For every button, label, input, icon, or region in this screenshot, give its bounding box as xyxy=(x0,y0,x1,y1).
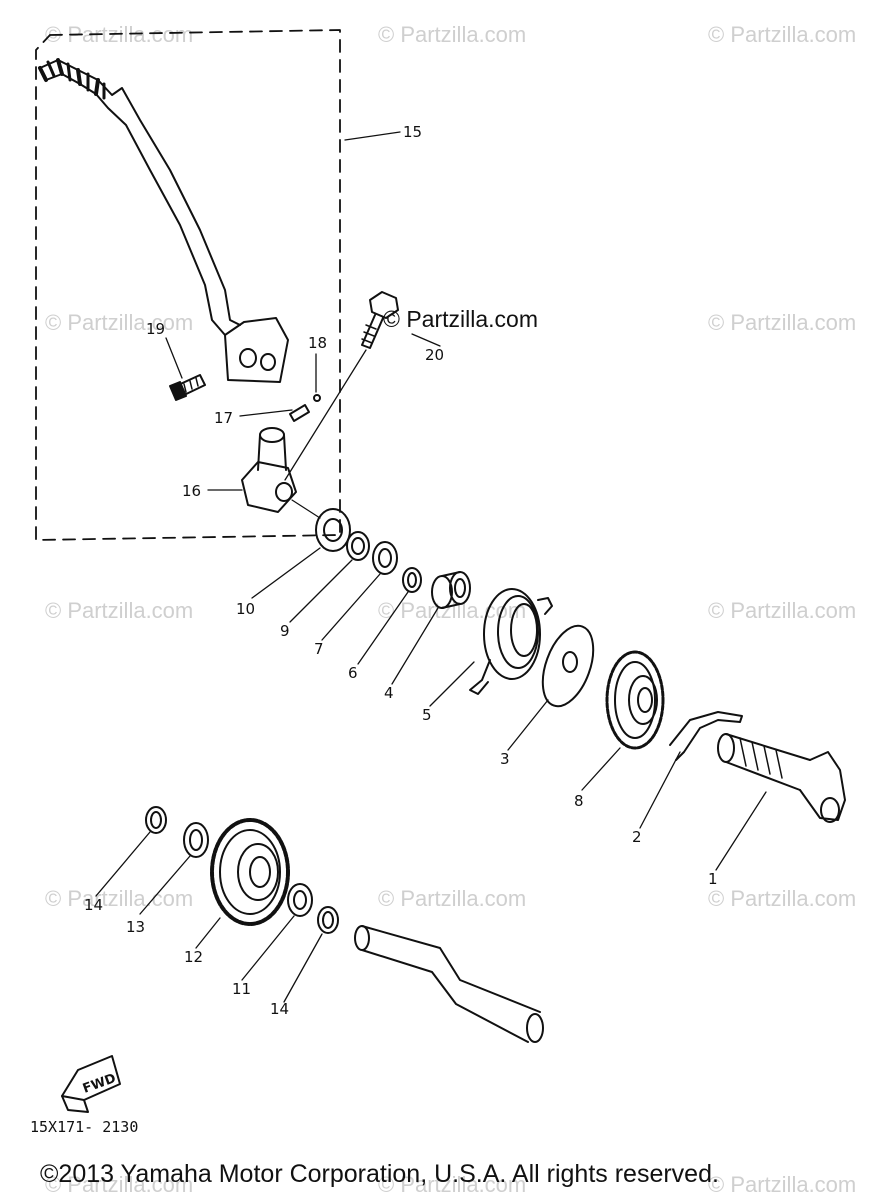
callout-16: 16 xyxy=(182,482,201,500)
idler-gear-12 xyxy=(210,818,290,926)
ratchet-gear-8 xyxy=(605,650,665,750)
callout-10: 10 xyxy=(236,600,255,618)
callout-7: 7 xyxy=(314,640,324,658)
brand-watermark: © Partzilla.com xyxy=(383,306,538,332)
watermark: © Partzilla.com xyxy=(708,886,857,911)
callout-15: 15 xyxy=(403,123,422,141)
kick-lever xyxy=(38,58,289,383)
callout-14-right: 14 xyxy=(270,1000,289,1018)
diagram-reference: 15X171- 2130 xyxy=(30,1118,139,1136)
circlip-14-left xyxy=(145,806,167,834)
watermark: © Partzilla.com xyxy=(45,598,194,623)
callout-9: 9 xyxy=(280,622,290,640)
callout-1: 1 xyxy=(708,870,718,888)
watermark: © Partzilla.com xyxy=(708,598,857,623)
callout-11: 11 xyxy=(232,980,251,998)
washer-7 xyxy=(372,541,398,575)
kick-shaft-1 xyxy=(717,733,846,823)
callout-8: 8 xyxy=(574,792,584,810)
callout-5: 5 xyxy=(422,706,432,724)
washer-11 xyxy=(287,883,313,917)
watermark: © Partzilla.com xyxy=(708,310,857,335)
watermark: © Partzilla.com xyxy=(45,310,194,335)
washer-9 xyxy=(346,531,370,561)
collar-4 xyxy=(431,571,471,609)
assembly-box xyxy=(35,29,341,541)
kick-boss xyxy=(241,427,321,519)
idler-shaft xyxy=(354,925,544,1043)
fwd-arrow-icon xyxy=(61,1055,121,1113)
callout-13: 13 xyxy=(126,918,145,936)
watermark: © Partzilla.com xyxy=(378,22,527,47)
callout-14-left: 14 xyxy=(84,896,103,914)
callout-20: 20 xyxy=(425,346,444,364)
watermark: © Partzilla.com xyxy=(708,1172,857,1197)
circlip-6 xyxy=(402,567,422,593)
callout-17: 17 xyxy=(214,409,233,427)
watermark: © Partzilla.com xyxy=(45,886,194,911)
watermark: © Partzilla.com xyxy=(378,1172,527,1197)
clip-2 xyxy=(669,711,743,761)
callout-19: 19 xyxy=(146,320,165,338)
pin-18 xyxy=(313,394,321,402)
circlip-14-right xyxy=(317,906,339,934)
callout-6: 6 xyxy=(348,664,358,682)
watermark: © Partzilla.com xyxy=(378,886,527,911)
copyright-notice: ©2013 Yamaha Motor Corporation, U.S.A. A… xyxy=(40,1160,719,1188)
watermark: © Partzilla.com xyxy=(45,1172,194,1197)
washer-13 xyxy=(183,822,209,858)
spring-pin-17 xyxy=(289,404,310,422)
callout-2: 2 xyxy=(632,828,642,846)
callout-4: 4 xyxy=(384,684,394,702)
watermark: © Partzilla.com xyxy=(708,22,857,47)
bolt-19 xyxy=(169,374,206,401)
torsion-spring-5 xyxy=(469,588,553,695)
callout-18: 18 xyxy=(308,334,327,352)
callout-12: 12 xyxy=(184,948,203,966)
washer-3 xyxy=(541,624,595,708)
washer-10 xyxy=(315,508,351,552)
bolt-20 xyxy=(284,291,399,481)
callout-3: 3 xyxy=(500,750,510,768)
